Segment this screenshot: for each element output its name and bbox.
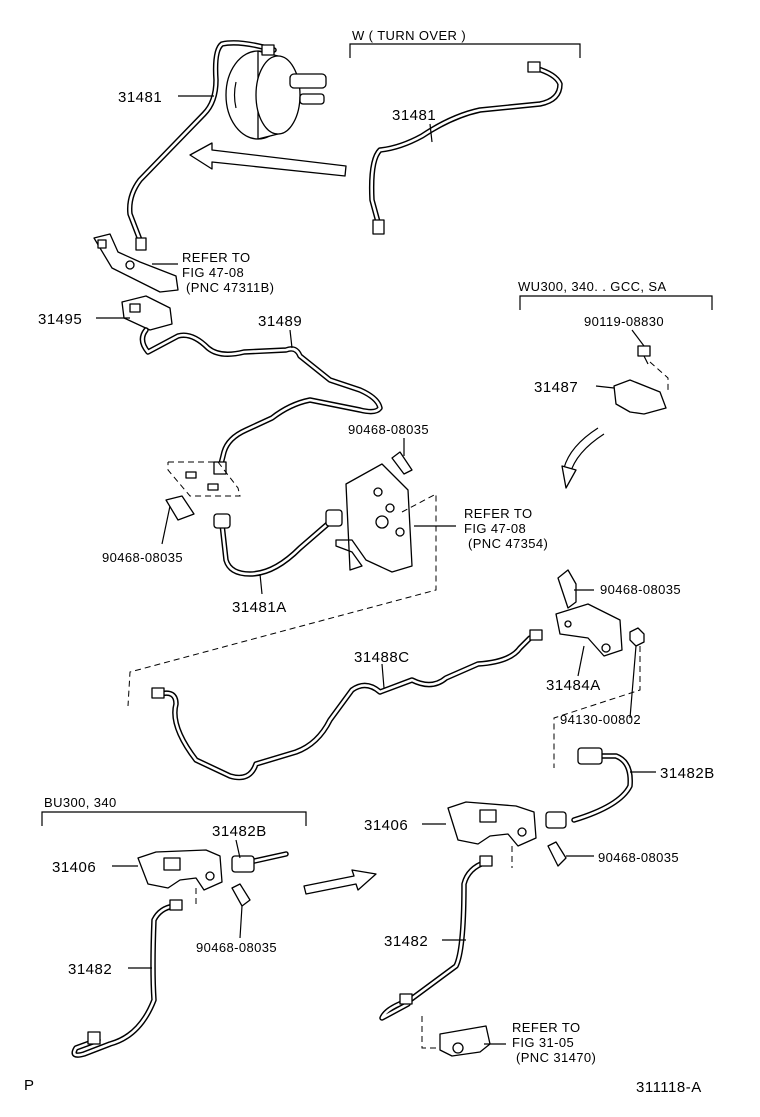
pipe-31488c xyxy=(151,629,543,781)
hose-31482b-right xyxy=(545,747,633,829)
refer-31470-line1: REFER TO xyxy=(512,1020,580,1035)
label-31482B-left: 31482B xyxy=(212,823,267,840)
label-31484A: 31484A xyxy=(546,677,601,694)
label-31482-left: 31482 xyxy=(68,961,112,978)
label-31495: 31495 xyxy=(38,311,82,328)
clip-90468-b xyxy=(391,451,413,475)
clip-90468-e xyxy=(231,883,251,907)
label-31482B-right: 31482B xyxy=(660,765,715,782)
wu-variant-bracket: WU300, 340. . GCC, SA xyxy=(518,279,713,310)
hose-31481a xyxy=(213,509,343,577)
page-letter: P xyxy=(24,1077,35,1094)
brake-booster xyxy=(225,50,327,140)
right-dashed-outline xyxy=(553,646,641,768)
refer-47311b-line1: REFER TO xyxy=(182,250,250,265)
arrow-left-icon xyxy=(189,142,347,177)
bracket-31487 xyxy=(613,361,669,415)
bracket-31406-left xyxy=(137,849,223,891)
bolt-90119 xyxy=(637,345,651,365)
label-94130-00802: 94130-00802 xyxy=(560,712,641,727)
clamp-31495 xyxy=(121,295,173,331)
pipe-31481-top xyxy=(126,40,277,251)
label-90468-left: 90468-08035 xyxy=(102,550,183,565)
refer-47354-line2: FIG 47-08 xyxy=(464,521,526,536)
label-31487: 31487 xyxy=(534,379,578,396)
refer-31470-line2: FIG 31-05 xyxy=(512,1035,574,1050)
label-31481A: 31481A xyxy=(232,599,287,616)
label-90468-bottom-right: 90468-08035 xyxy=(598,850,679,865)
bu-variant-header: BU300, 340 xyxy=(44,795,117,810)
label-31481-top: 31481 xyxy=(118,89,162,106)
label-90468-bottom-left: 90468-08035 xyxy=(196,940,277,955)
label-31482-right: 31482 xyxy=(384,933,428,950)
bracket-47354 xyxy=(335,463,413,573)
pipe-31481-w xyxy=(368,61,563,235)
label-31406-left: 31406 xyxy=(52,859,96,876)
refer-47354-line3: (PNC 47354) xyxy=(468,536,548,551)
refer-note-31470: REFER TO FIG 31-05 (PNC 31470) xyxy=(512,1020,596,1065)
arrow-down-icon xyxy=(561,427,605,489)
w-variant-header: W ( TURN OVER ) xyxy=(352,28,466,43)
part-31470 xyxy=(421,1016,491,1057)
part-labels: 31481 31481 31495 31489 90119-08830 3148… xyxy=(38,89,715,978)
figure-code: 311118-A xyxy=(636,1079,702,1096)
body-mount-plate xyxy=(167,461,241,497)
nut-94130 xyxy=(629,627,645,647)
label-90468-top: 90468-08035 xyxy=(348,422,429,437)
refer-note-47354: REFER TO FIG 47-08 (PNC 47354) xyxy=(464,506,548,551)
label-31481-w: 31481 xyxy=(392,107,436,124)
arrow-right-icon xyxy=(303,869,377,895)
pipe-31489 xyxy=(139,327,383,475)
label-31489: 31489 xyxy=(258,313,302,330)
refer-note-47311b: REFER TO FIG 47-08 (PNC 47311B) xyxy=(182,250,274,295)
bracket-47311b xyxy=(93,233,179,293)
refer-47354-line1: REFER TO xyxy=(464,506,532,521)
refer-31470-line3: (PNC 31470) xyxy=(516,1050,596,1065)
label-90468-right: 90468-08035 xyxy=(600,582,681,597)
refer-47311b-line3: (PNC 47311B) xyxy=(186,280,274,295)
clip-90468-d xyxy=(547,841,567,867)
clip-90468-c xyxy=(557,569,577,609)
bracket-31406-right xyxy=(447,801,537,847)
bu-variant-bracket: BU300, 340 xyxy=(41,795,307,826)
bracket-31484a xyxy=(555,603,623,657)
w-variant-bracket: W ( TURN OVER ) xyxy=(349,28,581,58)
refer-47311b-line2: FIG 47-08 xyxy=(182,265,244,280)
pipe-31482-left xyxy=(71,899,183,1058)
label-31488C: 31488C xyxy=(354,649,410,666)
label-90119-08830: 90119-08830 xyxy=(584,314,664,329)
leader-lines xyxy=(96,95,656,1045)
clip-90468-a xyxy=(165,495,195,521)
label-31406-right: 31406 xyxy=(364,817,408,834)
hose-31482b-left xyxy=(231,851,289,873)
wu-variant-header: WU300, 340. . GCC, SA xyxy=(518,279,667,294)
pipe-31482-right xyxy=(379,855,493,1021)
middle-dashed-outline xyxy=(127,493,437,707)
